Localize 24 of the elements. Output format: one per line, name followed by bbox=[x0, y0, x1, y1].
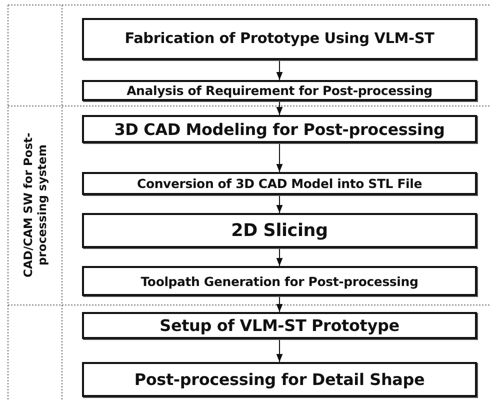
step-label: Setup of VLM-ST Prototype bbox=[160, 316, 400, 335]
band-label: CAD/CAM SW for Post-processing system bbox=[21, 132, 49, 280]
arrow bbox=[276, 142, 283, 172]
process-box bbox=[82, 18, 477, 60]
process-box bbox=[82, 266, 477, 296]
process-box bbox=[82, 172, 477, 195]
step-label: Fabrication of Prototype Using VLM-ST bbox=[124, 31, 434, 47]
step-label: Analysis of Requirement for Post-processing bbox=[126, 83, 432, 98]
process-box bbox=[82, 362, 477, 397]
arrow bbox=[276, 60, 283, 80]
step-label: 3D CAD Modeling for Post-processing bbox=[114, 120, 445, 138]
process-box bbox=[82, 312, 477, 339]
arrow bbox=[276, 296, 283, 312]
arrow bbox=[276, 194, 283, 214]
process-box bbox=[82, 115, 477, 143]
step-label: Toolpath Generation for Post-processing bbox=[140, 274, 418, 288]
step-label: Conversion of 3D CAD Model into STL File bbox=[136, 176, 422, 191]
process-box bbox=[82, 80, 477, 101]
step-label: Post-processing for Detail Shape bbox=[134, 370, 425, 389]
arrow bbox=[276, 338, 283, 362]
process-box bbox=[82, 213, 477, 248]
arrow bbox=[276, 100, 283, 116]
arrow bbox=[276, 248, 283, 266]
step-label: 2D Slicing bbox=[231, 220, 328, 240]
